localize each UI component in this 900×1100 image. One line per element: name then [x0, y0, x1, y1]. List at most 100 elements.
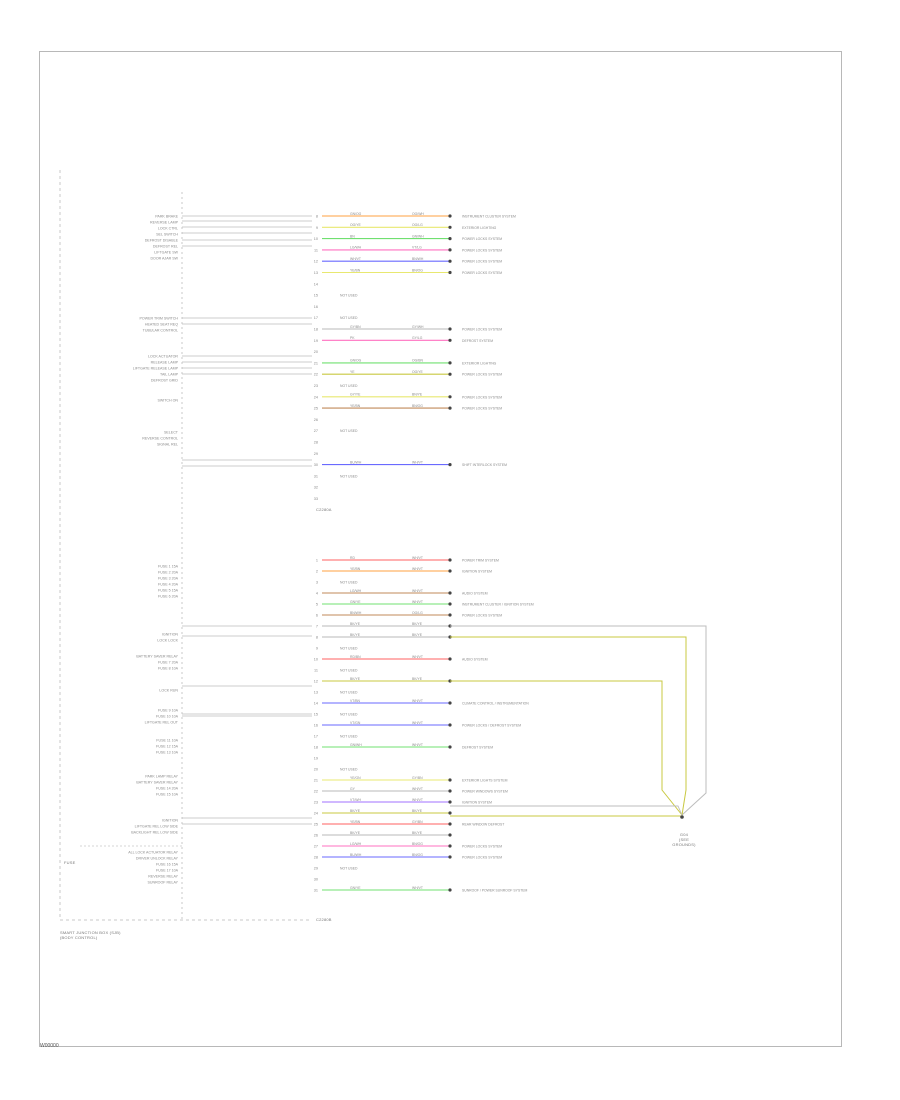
upper-pin-number: 14	[314, 282, 318, 286]
power-label: FUSE	[64, 860, 76, 865]
upper-pin-number: 21	[314, 361, 318, 365]
lower-pin-number: 28	[314, 856, 318, 860]
lower-destination: AUDIO SYSTEM	[462, 658, 488, 662]
lower-wire-code: BK/YE	[350, 831, 361, 835]
lower-pin-number: 26	[314, 834, 318, 838]
lower-pin-number: 10	[314, 658, 318, 662]
lower-left-label: FUSE 2 20A	[158, 571, 179, 575]
lower-destination: POWER WINDOWS SYSTEM	[462, 790, 508, 794]
lower-wire-end-code: BN/OG	[412, 842, 423, 846]
lower-pin-dot	[448, 800, 452, 804]
lower-pin-dot	[448, 723, 452, 727]
upper-wire-code: BU/WH	[350, 460, 362, 464]
lower-wire-end-code: BK/YE	[412, 633, 423, 637]
lower-pin-dot	[448, 844, 452, 848]
lower-left-label: BATTERY SAVER RELAY	[136, 781, 178, 785]
upper-wire-end-code: GY/WH	[412, 325, 424, 329]
lower-left-label: FUSE 10 10A	[156, 715, 179, 719]
lower-destination: REAR WINDOW DEFROST	[462, 823, 504, 827]
lower-left-label: FUSE 1 15A	[158, 565, 179, 569]
lower-left-label: LOCK RUN	[159, 689, 178, 693]
lower-pin-dot	[448, 811, 452, 815]
upper-pin-number: 22	[314, 373, 318, 377]
upper-left-label: LOCK CTRL	[158, 227, 178, 231]
lower-left-label: LIFTGATE REL LOW SIDE	[135, 825, 179, 829]
upper-pin-number: 11	[314, 248, 318, 252]
lower-not-used: NOT USED	[340, 713, 358, 717]
upper-wire-code: BN	[350, 234, 355, 238]
lower-left-label: LIFTGATE REL OUT	[145, 721, 179, 725]
lower-left-label: FUSE 6 20A	[158, 595, 179, 599]
lower-pin-number: 15	[314, 713, 318, 717]
upper-not-used: NOT USED	[340, 384, 358, 388]
lower-not-used: NOT USED	[340, 669, 358, 673]
lower-wire-code: LG/WH	[350, 589, 362, 593]
upper-left-label: LOCK ACTUATOR	[148, 355, 178, 359]
upper-pin-number: 15	[314, 294, 318, 298]
upper-wire-code: WH/VT	[350, 257, 361, 261]
lower-pin-number: 16	[314, 724, 318, 728]
lower-left-label: FUSE 15 10A	[156, 793, 179, 797]
upper-pin-number: 13	[314, 271, 318, 275]
lower-left-label: FUSE 5 15A	[158, 589, 179, 593]
lower-pin-number: 1	[316, 559, 318, 563]
footer-code: W00000	[40, 1043, 59, 1049]
ground-return-wire	[450, 636, 687, 816]
lower-pin-number: 7	[316, 625, 318, 629]
lower-pin-dot	[448, 888, 452, 892]
upper-pin-dot	[448, 463, 452, 467]
lower-destination: POWER LOCKS / DEFROST SYSTEM	[462, 724, 521, 728]
lower-destination: EXTERIOR LIGHTS SYSTEM	[462, 779, 508, 783]
lower-pin-dot	[448, 789, 452, 793]
upper-destination: POWER LOCKS SYSTEM	[462, 407, 502, 411]
lower-pin-dot	[448, 855, 452, 859]
lower-wire-end-code: WH/VT	[412, 886, 423, 890]
upper-wire-end-code: VT/LG	[412, 246, 422, 250]
upper-destination: POWER LOCKS SYSTEM	[462, 260, 502, 264]
lower-wire-code: GN/WH	[350, 743, 362, 747]
upper-left-label: DEFROST REL	[153, 245, 178, 249]
lower-pin-number: 18	[314, 746, 318, 750]
lower-not-used: NOT USED	[340, 735, 358, 739]
upper-not-used: NOT USED	[340, 474, 358, 478]
lower-pin-dot	[448, 778, 452, 782]
upper-left-label: TUBULAR CONTROL	[143, 329, 178, 333]
ground-return-wire	[450, 625, 707, 816]
ground-label-line2: (SEE	[678, 837, 690, 842]
lower-wire-end-code: WH/VT	[412, 567, 423, 571]
lower-left-label: FUSE 12 15A	[156, 745, 179, 749]
upper-left-label: SIGNAL REL	[157, 443, 178, 447]
upper-pin-number: 31	[314, 474, 318, 478]
upper-left-label: PARK BRAKE	[155, 215, 178, 219]
upper-wire-code: GY/BN	[350, 325, 361, 329]
lower-wire-end-code: WH/VT	[412, 556, 423, 560]
upper-wire-end-code: BN/YE	[412, 393, 423, 397]
lower-wire-code: VT/BN	[350, 699, 361, 703]
upper-pin-number: 8	[316, 215, 318, 219]
upper-not-used: NOT USED	[340, 316, 358, 320]
lower-wire-end-code: WH/VT	[412, 655, 423, 659]
lower-pin-number: 21	[314, 779, 318, 783]
lower-left-label: BACKLIGHT REL LOW SIDE	[131, 831, 178, 835]
upper-left-label: HEATED SEAT REQ	[145, 323, 178, 327]
upper-pin-dot	[448, 327, 452, 331]
lower-pin-dot	[448, 569, 452, 573]
lower-pin-number: 12	[314, 680, 318, 684]
upper-destination: SHIFT INTERLOCK SYSTEM	[462, 463, 507, 467]
lower-pin-number: 31	[314, 889, 318, 893]
upper-destination: POWER LOCKS SYSTEM	[462, 248, 502, 252]
lower-destination: IGNITION SYSTEM	[462, 801, 492, 805]
lower-left-label: PARK LAMP RELAY	[145, 775, 178, 779]
upper-pin-number: 12	[314, 260, 318, 264]
lower-destination: SUNROOF / POWER SUNROOF SYSTEM	[462, 889, 528, 893]
lower-wire-code: BK/YE	[350, 677, 361, 681]
lower-wire-code: BU/WH	[350, 853, 362, 857]
lower-left-label: FUSE 13 10A	[156, 751, 179, 755]
upper-pin-dot	[448, 259, 452, 263]
upper-left-label: LIFTGATE SW	[154, 251, 178, 255]
connector-a-label: C2280A	[316, 507, 332, 512]
lower-destination: POWER TRIM SYSTEM	[462, 559, 499, 563]
upper-pin-dot	[448, 338, 452, 342]
lower-wire-end-code: WH/VT	[412, 589, 423, 593]
lower-left-label: REVERSE RELAY	[148, 875, 178, 879]
